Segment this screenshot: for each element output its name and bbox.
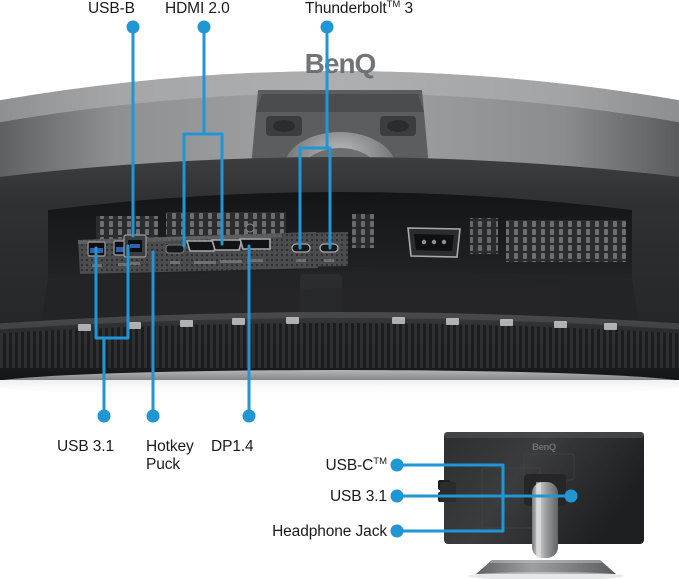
label-hotkey-puck-line1: Hotkey — [146, 438, 194, 455]
label-usb-c-text: USB-C — [325, 457, 374, 475]
benq-logo-main: BenQ — [305, 48, 376, 79]
dot-dp14 — [242, 409, 256, 423]
label-dp14: DP1.4 — [211, 438, 254, 455]
port-thunderbolt-1 — [291, 243, 311, 253]
label-thunderbolt-3-suffix: 3 — [400, 0, 414, 18]
label-usb-b: USB-B — [88, 0, 135, 17]
trademark-symbol-thunderbolt: TM — [386, 0, 401, 10]
monitor-small-svg: BenQ — [438, 432, 644, 579]
label-hdmi-20: HDMI 2.0 — [165, 0, 230, 17]
label-usb-c: USB-CTM — [187, 456, 387, 475]
label-usb-31: USB 3.1 — [57, 438, 115, 455]
port-hotkey-puck — [165, 244, 185, 254]
trademark-symbol-usb-c: TM — [373, 456, 387, 467]
monitor-rear-illustration: BenQ — [0, 28, 679, 410]
port-hdmi-2 — [210, 239, 244, 251]
port-power-inlet — [407, 227, 461, 258]
label-hotkey-puck: Hotkey Puck — [146, 438, 194, 474]
dot-usb-31-side — [390, 489, 404, 503]
stand-base — [476, 560, 616, 574]
dot-usb-c — [390, 458, 404, 472]
regulatory-print — [453, 530, 478, 532]
port-usb-b — [123, 234, 147, 258]
label-usb-31-side: USB 3.1 — [329, 488, 387, 505]
dot-hotkey-puck — [146, 409, 160, 423]
dot-headphone-jack — [390, 524, 404, 538]
speaker-grille — [0, 323, 679, 368]
small-monitor-side-io — [438, 480, 456, 502]
port-usb-a-1 — [87, 241, 106, 257]
stand-pole — [532, 482, 558, 558]
monitor-small-illustration: BenQ — [420, 424, 679, 579]
label-headphone-jack: Headphone Jack — [272, 523, 387, 540]
dot-usb-31 — [97, 409, 111, 423]
monitor-rear-svg: BenQ — [0, 48, 679, 398]
port-thunderbolt-2 — [319, 243, 339, 253]
benq-logo-small: BenQ — [532, 442, 556, 453]
bezel-clips — [78, 317, 617, 331]
label-thunderbolt-3-text: Thunderbolt — [305, 0, 387, 18]
label-hotkey-puck-line2: Puck — [146, 455, 181, 473]
label-thunderbolt-3: ThunderboltTM 3 — [305, 0, 413, 18]
